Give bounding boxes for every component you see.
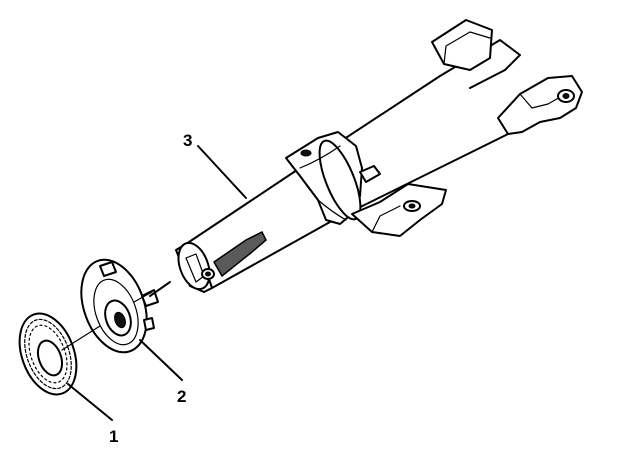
assembly-axis-line [61, 325, 101, 351]
callout-label-2: 2 [177, 387, 186, 406]
callout-label-1: 1 [109, 427, 118, 446]
callout-label-3: 3 [183, 131, 192, 150]
bearing-adapter-part-2 [80, 258, 171, 354]
callout-leader-1 [67, 383, 113, 421]
wave-washer-part-1 [18, 312, 78, 396]
column-tube-part-3 [175, 19, 583, 293]
callout-leader-2 [139, 339, 183, 381]
callout-leader-3 [197, 145, 247, 199]
